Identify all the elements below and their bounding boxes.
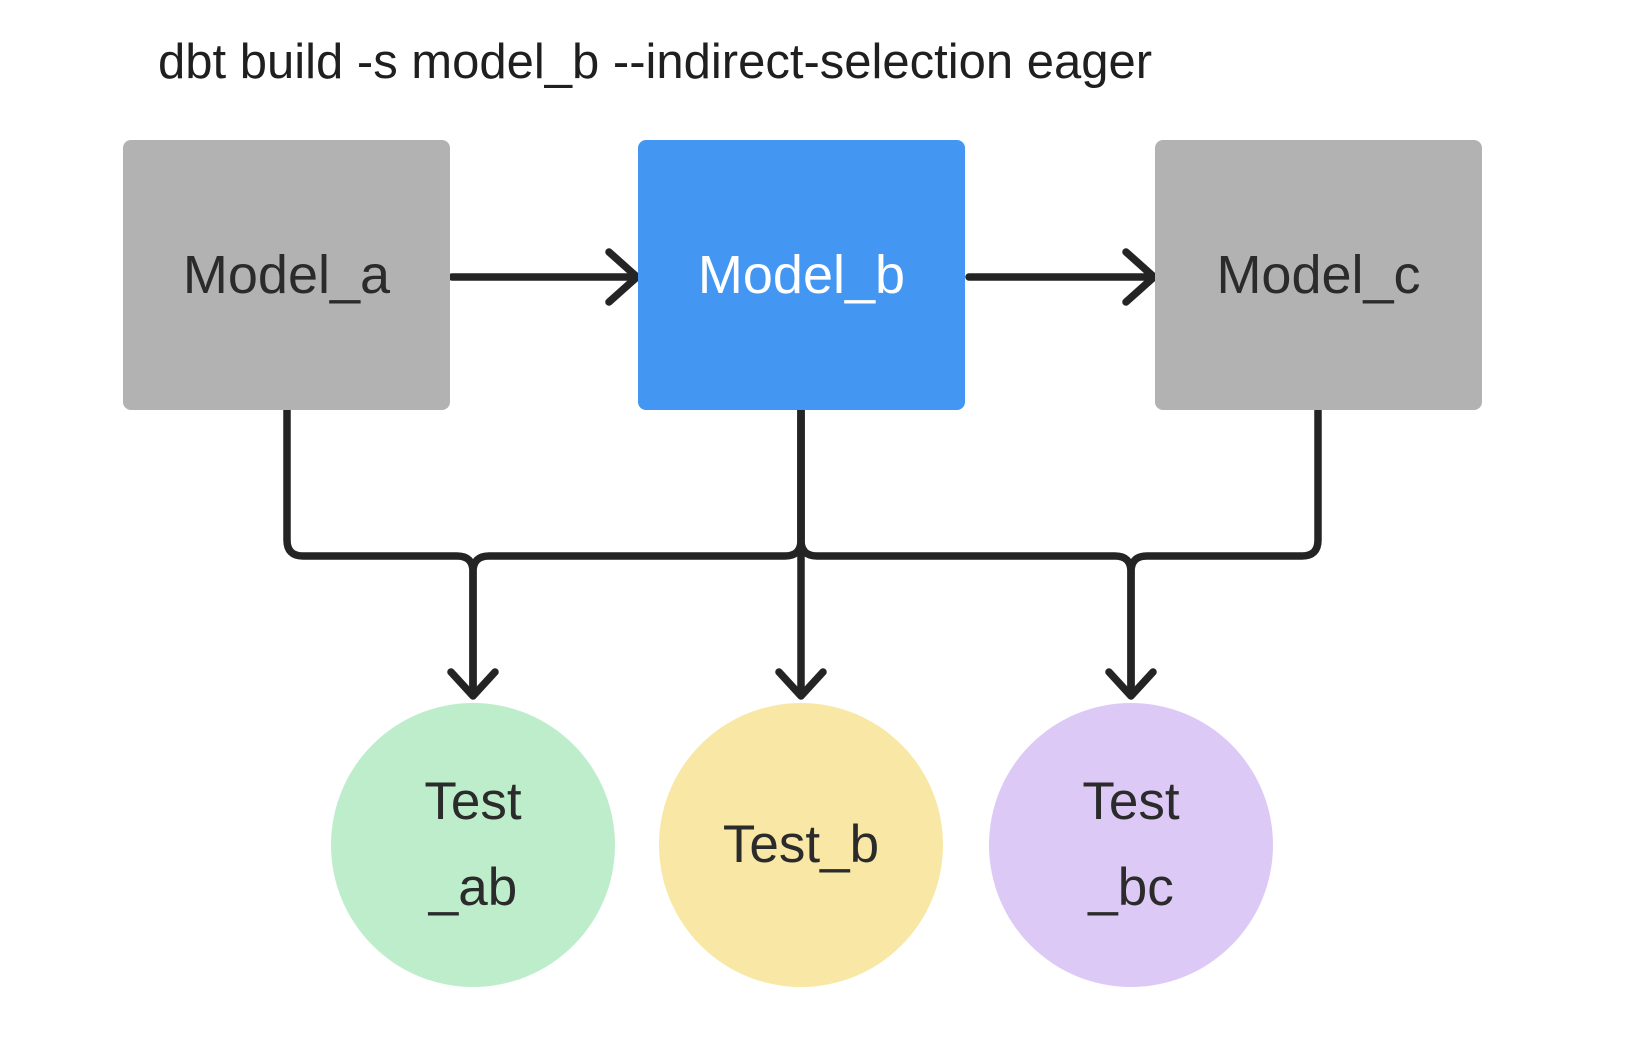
command-title: dbt build -s model_b --indirect-selectio…: [158, 35, 1153, 89]
node-test-ab-label-line2: _ab: [428, 858, 518, 917]
node-test-b: Test_b: [659, 703, 943, 987]
arrowhead-model-c-icon: [1122, 248, 1158, 306]
arrowhead-test-ab-icon: [447, 668, 499, 700]
arrowhead-model-b-icon: [605, 248, 641, 306]
node-model-c-label: Model_c: [1216, 245, 1421, 305]
node-test-ab: Test _ab: [331, 703, 615, 987]
node-test-bc-label-line1: Test: [1082, 772, 1180, 832]
node-test-ab-label-line1: Test: [424, 772, 522, 832]
arrowhead-test-bc-icon: [1105, 668, 1157, 700]
node-model-a: Model_a: [123, 140, 450, 410]
edge-model-a-to-test-ab: [283, 406, 477, 696]
node-test-bc-label-line2: _bc: [1088, 858, 1174, 917]
arrowhead-test-b-icon: [775, 668, 827, 700]
node-model-c: Model_c: [1155, 140, 1482, 410]
edge-model-b-to-test-bc: [797, 406, 1135, 696]
node-model-a-label: Model_a: [182, 245, 391, 305]
node-model-b: Model_b: [638, 140, 965, 410]
node-model-b-label: Model_b: [697, 245, 906, 305]
node-test-bc: Test _bc: [989, 703, 1273, 987]
edge-model-b-to-test-ab: [469, 406, 805, 696]
node-test-b-label-line1: Test_b: [722, 815, 880, 875]
edge-model-c-to-test-bc: [1127, 406, 1322, 696]
